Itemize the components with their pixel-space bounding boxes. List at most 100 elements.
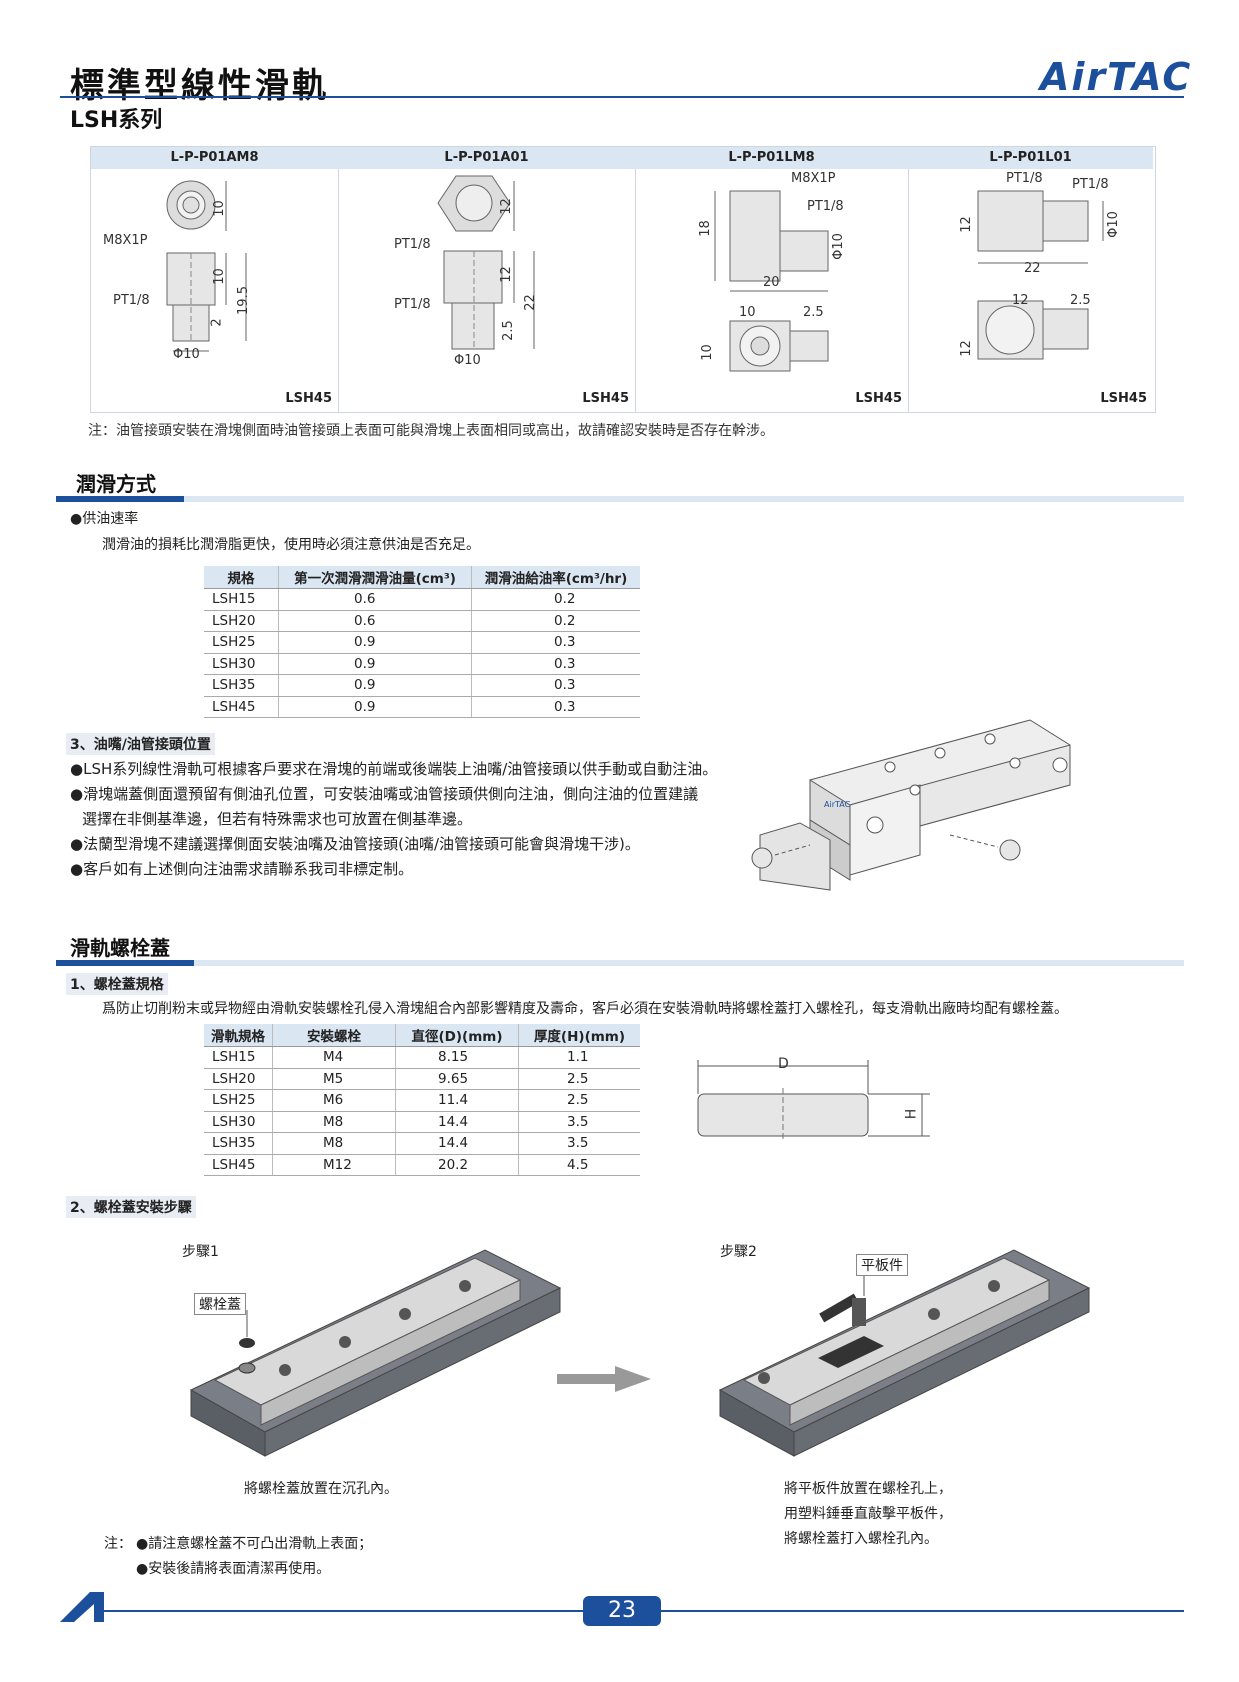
list-item: ●客戶如有上述側向注油需求請聯系我司非標定制。 <box>70 860 414 878</box>
fitting-col-1: L-P-P01AM8 M8X1P PT1/8 10 10 19.5 2 Φ10 … <box>91 147 339 412</box>
cell: 2.5 <box>518 1068 640 1090</box>
cell: 4.5 <box>518 1154 640 1176</box>
lube-bullet: ●供油速率 <box>70 511 139 527</box>
cell: LSH45 <box>204 696 279 718</box>
block-logo: AirTAC <box>824 800 851 809</box>
dim-label: 22 <box>1024 261 1041 276</box>
cap-subtitle-1: 1、螺栓蓋規格 <box>66 973 168 995</box>
list-item: ●請注意螺栓蓋不可凸出滑軌上表面； <box>136 1536 373 1552</box>
cell: 2.5 <box>518 1089 640 1112</box>
dim-label: M8X1P <box>791 171 836 186</box>
cell: 3.5 <box>518 1132 640 1155</box>
lube-desc: 潤滑油的損耗比潤滑脂更快，使用時必須注意供油是否充足。 <box>102 537 480 553</box>
step1-tag: 螺栓蓋 <box>194 1293 246 1315</box>
nipple-bullets: ●LSH系列線性滑軌可根據客戶要求在滑塊的前端或後端裝上油嘴/油管接頭以供手動或… <box>70 757 750 882</box>
section-title-cap: 滑軌螺栓蓋 <box>70 936 170 960</box>
step2-rail-illustration <box>718 1249 1091 1457</box>
cell: LSH20 <box>204 1068 273 1090</box>
dim-label: Φ10 <box>830 233 846 260</box>
table-header: 厚度(H)(mm) <box>518 1024 640 1047</box>
table-header: 第一次潤滑潤滑油量(cm³) <box>278 566 472 589</box>
caption-line: 將螺栓蓋打入螺栓孔內。 <box>784 1531 938 1547</box>
cell: M8 <box>272 1132 396 1155</box>
cell: 0.9 <box>278 653 472 675</box>
fitting-code: L-P-P01A01 <box>338 147 635 169</box>
fitting-drawing-3 <box>714 190 829 372</box>
step1-rail-illustration <box>189 1249 562 1457</box>
cell: LSH45 <box>204 1154 273 1176</box>
page-number: 23 <box>583 1596 661 1626</box>
section-bar-accent <box>56 496 184 502</box>
caption-line: 將平板件放置在螺栓孔上， <box>784 1481 952 1497</box>
dim-label: Φ10 <box>454 353 481 368</box>
dim-label: Φ10 <box>1105 211 1121 238</box>
list-item: 選擇在非側基準邊，但若有特殊需求也可放置在側基準邊。 <box>82 810 473 828</box>
step2-label: 步驟2 <box>720 1244 757 1260</box>
cell: M8 <box>272 1111 396 1133</box>
cell: 0.9 <box>278 674 472 697</box>
cell: 3.5 <box>518 1111 640 1133</box>
dim-label: PT1/8 <box>1006 171 1043 186</box>
step2-tag: 平板件 <box>856 1254 908 1276</box>
fitting-code: L-P-P01AM8 <box>91 147 338 169</box>
section-bar-accent <box>56 960 194 966</box>
fitting-model: LSH45 <box>285 391 332 406</box>
fitting-col-3: L-P-P01LM8 M8X1P PT1/8 18 Φ10 20 10 2.5 … <box>635 147 909 412</box>
cell: LSH20 <box>204 610 279 632</box>
cell: 0.3 <box>471 631 640 654</box>
cell: LSH15 <box>204 1046 273 1069</box>
dim-label: 12 <box>958 340 974 357</box>
cell: 0.9 <box>278 631 472 654</box>
table-header: 滑軌規格 <box>204 1024 273 1047</box>
cap-desc: 爲防止切削粉末或异物經由滑軌安裝螺栓孔侵入滑塊組合內部影響精度及壽命，客戶必須在… <box>102 1001 1068 1017</box>
cell: LSH25 <box>204 1089 273 1112</box>
table-header: 安裝螺栓 <box>272 1024 396 1047</box>
footer-logo-icon <box>60 1592 104 1622</box>
cell: LSH30 <box>204 1111 273 1133</box>
dim-label: PT1/8 <box>394 297 431 312</box>
arrow-icon <box>557 1366 651 1392</box>
cell: 14.4 <box>395 1111 519 1133</box>
dim-label: 18 <box>697 220 713 237</box>
cell: 9.65 <box>395 1068 519 1090</box>
dim-label: 2.5 <box>1070 293 1091 308</box>
cap-subtitle-2: 2、螺栓蓋安裝步驟 <box>66 1196 196 1218</box>
section-title-lube: 潤滑方式 <box>76 472 156 496</box>
cell: 1.1 <box>518 1046 640 1069</box>
cell: 8.15 <box>395 1046 519 1069</box>
section-bar <box>56 496 1184 502</box>
dim-label: PT1/8 <box>394 237 431 252</box>
nipple-subtitle: 3、油嘴/油管接頭位置 <box>66 733 215 755</box>
series-title: LSH系列 <box>70 108 163 133</box>
dim-label: 10 <box>739 305 756 320</box>
dim-label: 2.5 <box>500 320 516 341</box>
dim-label: Φ10 <box>173 347 200 362</box>
fitting-model: LSH45 <box>1100 391 1147 406</box>
dim-label: 12 <box>958 216 974 233</box>
cell: 0.9 <box>278 696 472 718</box>
dim-label: 10 <box>699 344 715 361</box>
cell: 20.2 <box>395 1154 519 1176</box>
list-item: ●安裝後請將表面清潔再使用。 <box>136 1561 331 1577</box>
page-title: 標準型線性滑軌 <box>70 66 329 106</box>
cell: M4 <box>272 1046 396 1069</box>
cell: 0.3 <box>471 696 640 718</box>
fitting-model: LSH45 <box>582 391 629 406</box>
dim-label: 2.5 <box>803 305 824 320</box>
dim-label: PT1/8 <box>113 293 150 308</box>
cell: LSH25 <box>204 631 279 654</box>
cell: LSH35 <box>204 674 279 697</box>
cell: 0.2 <box>471 610 640 632</box>
cap-dimension-drawing <box>697 1060 930 1142</box>
notes-label: 注： <box>104 1536 132 1552</box>
dim-label: 22 <box>522 294 538 311</box>
dim-label: 12 <box>498 198 514 215</box>
cell: LSH35 <box>204 1132 273 1155</box>
